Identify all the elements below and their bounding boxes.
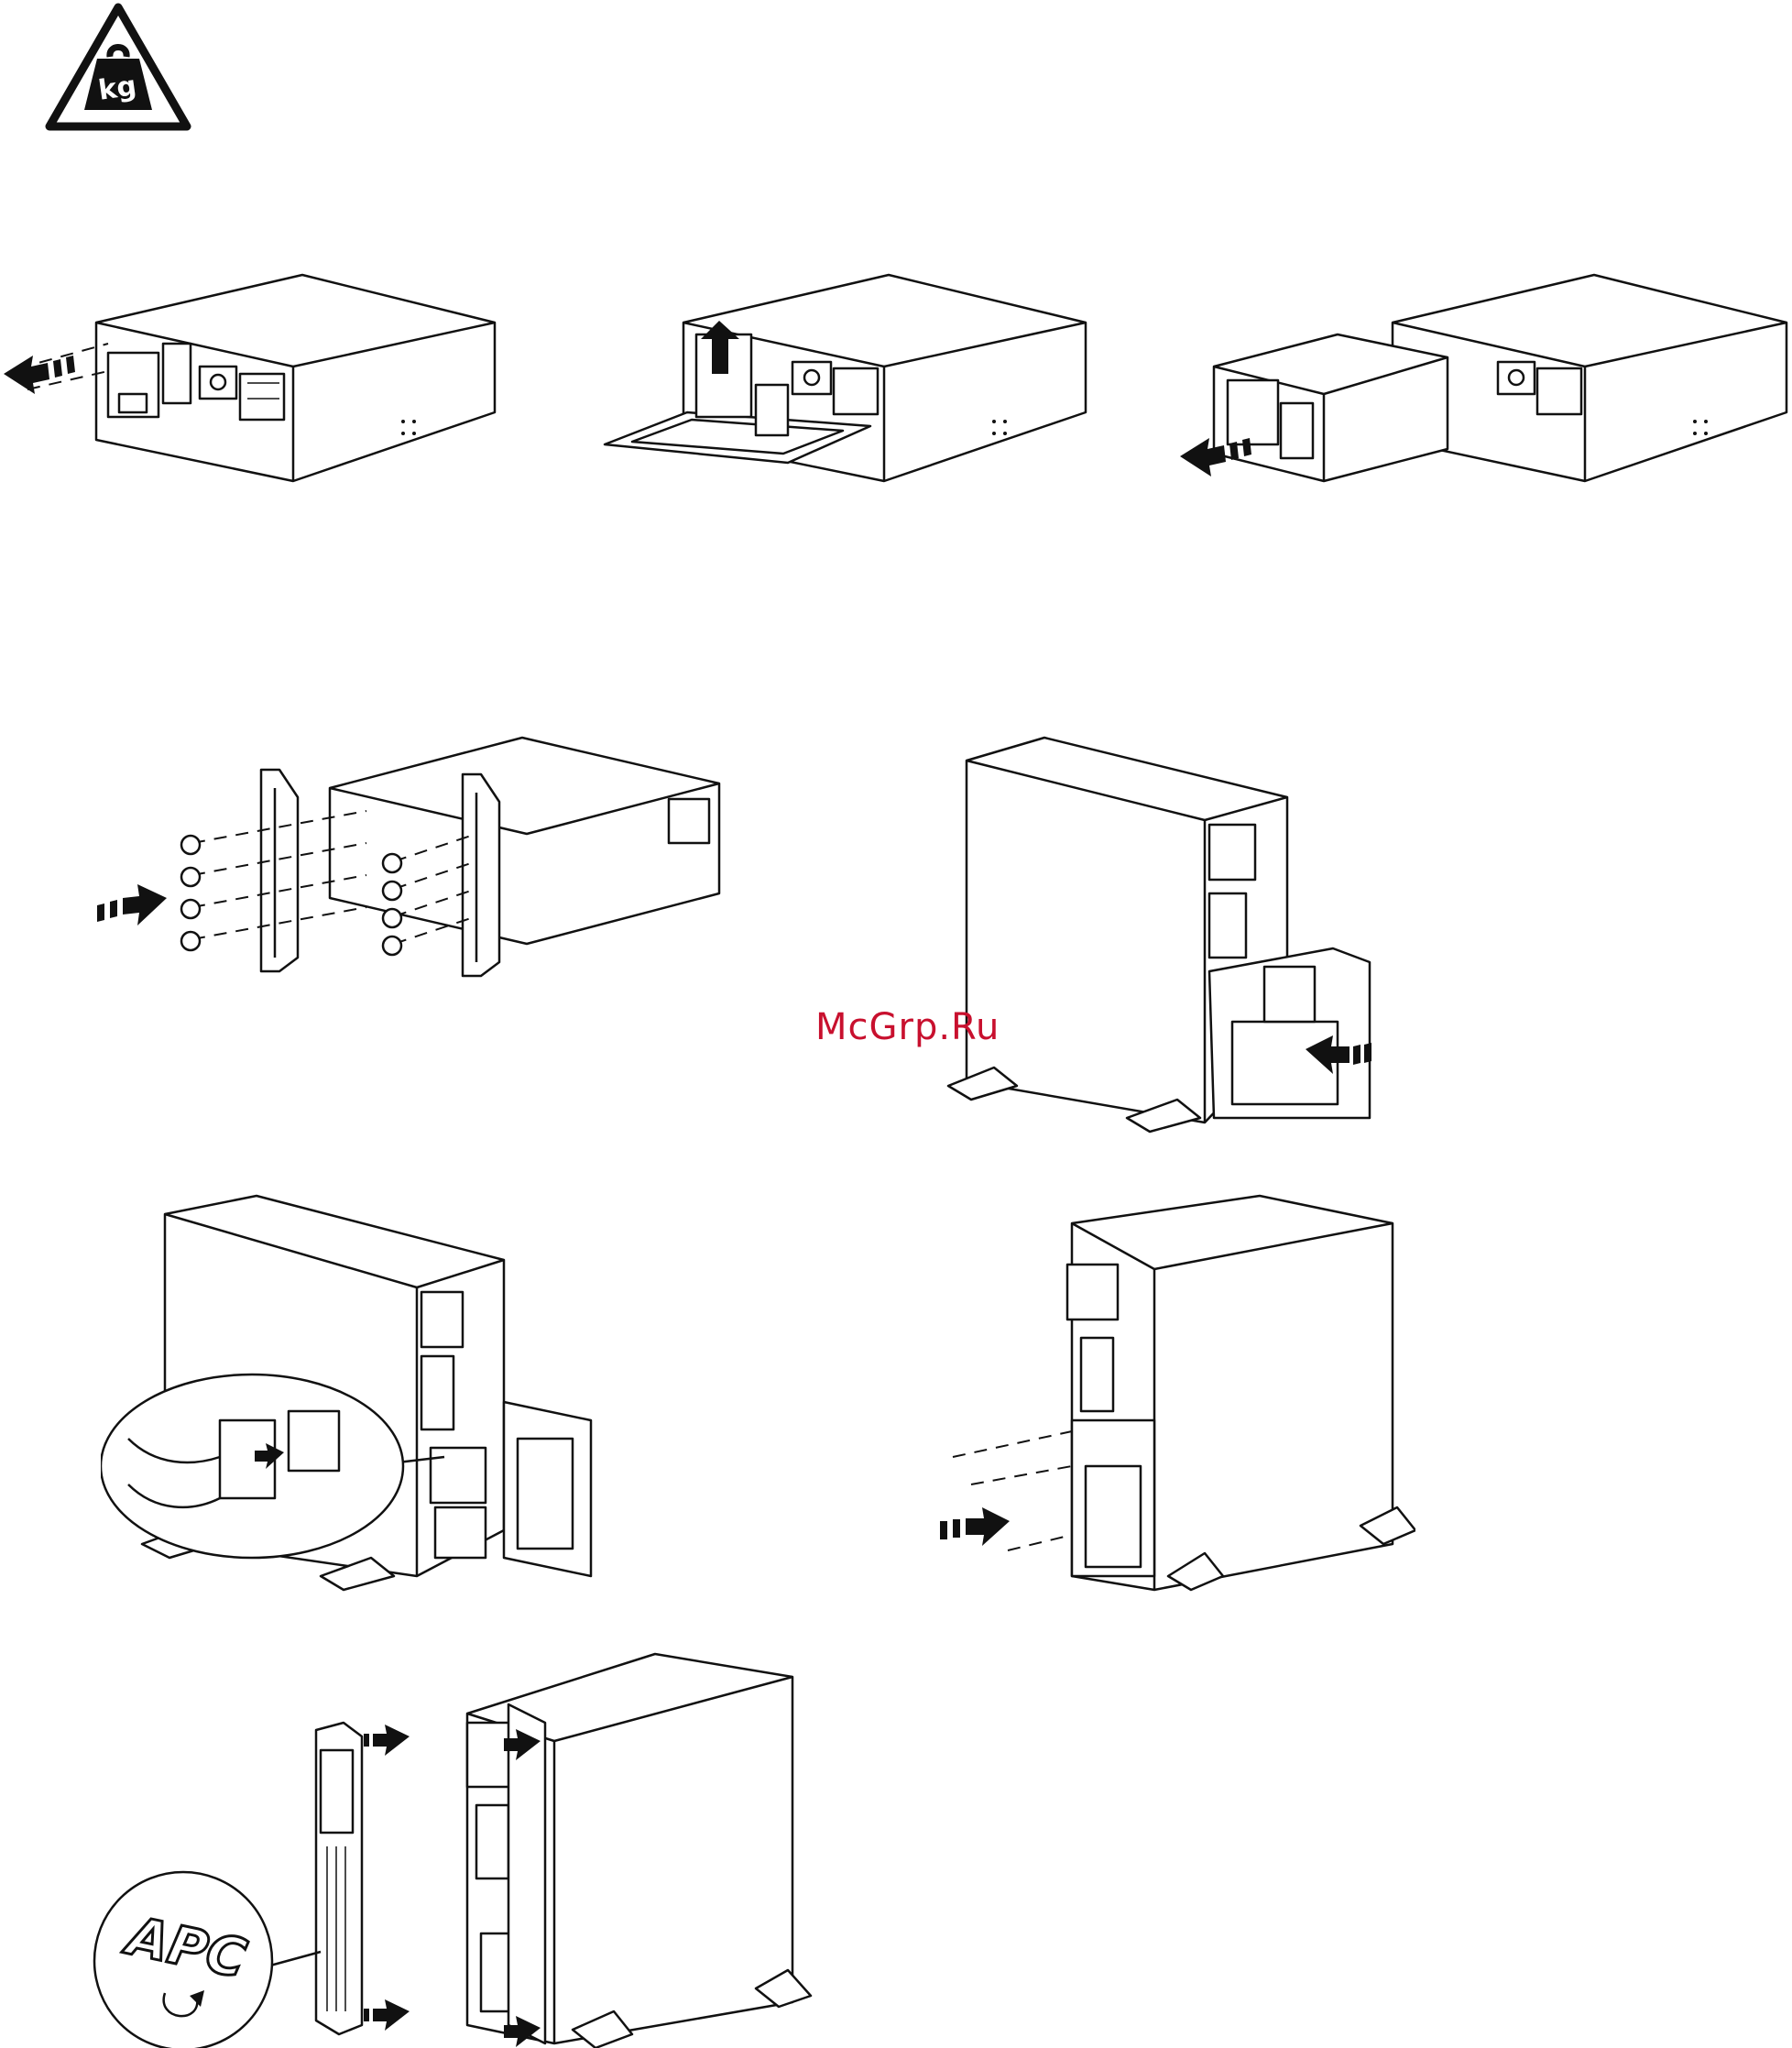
arrow-right-icon (97, 884, 167, 925)
step-remove-front-bezel-figure (0, 266, 499, 486)
heavy-weight-warning-figure: kg (44, 2, 192, 132)
step-attach-mounting-brackets-figure (92, 733, 724, 980)
arrow-right-icon (940, 1507, 1010, 1546)
arrow-right-icon (364, 1725, 410, 1756)
arrow-right-icon (364, 1999, 410, 2031)
step-close-battery-door-figure (934, 1191, 1415, 1599)
watermark-text: McGrp.Ru (815, 1006, 1000, 1048)
kg-weight-warning-icon: kg (44, 2, 192, 132)
step-attach-front-bezel-figure: APC (87, 1649, 820, 2048)
apc-logo-rotate-icon: APC (94, 1872, 272, 2048)
connector-detail-icon (101, 1374, 403, 1558)
step-open-battery-door-figure (596, 266, 1090, 486)
arrow-left-icon (4, 356, 75, 394)
kg-label: kg (96, 70, 138, 106)
step-pull-battery-pack-figure (1173, 266, 1791, 486)
step-insert-battery-tower-figure (939, 733, 1393, 1136)
step-connect-battery-connector-figure (101, 1191, 600, 1599)
